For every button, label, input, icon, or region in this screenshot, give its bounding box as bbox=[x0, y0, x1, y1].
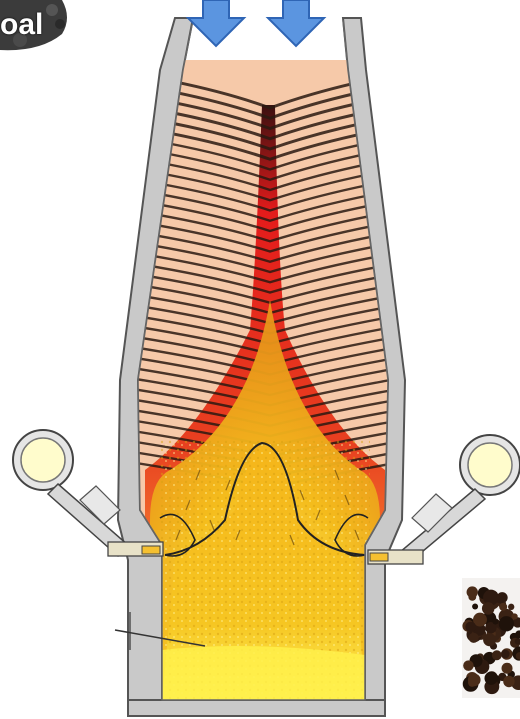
down-arrow-icon bbox=[268, 0, 324, 46]
furnace-hearth-floor bbox=[128, 700, 385, 716]
hot-metal-pool bbox=[162, 646, 365, 700]
down-arrow-icon bbox=[188, 0, 244, 46]
coal-sample-photo bbox=[462, 578, 520, 698]
